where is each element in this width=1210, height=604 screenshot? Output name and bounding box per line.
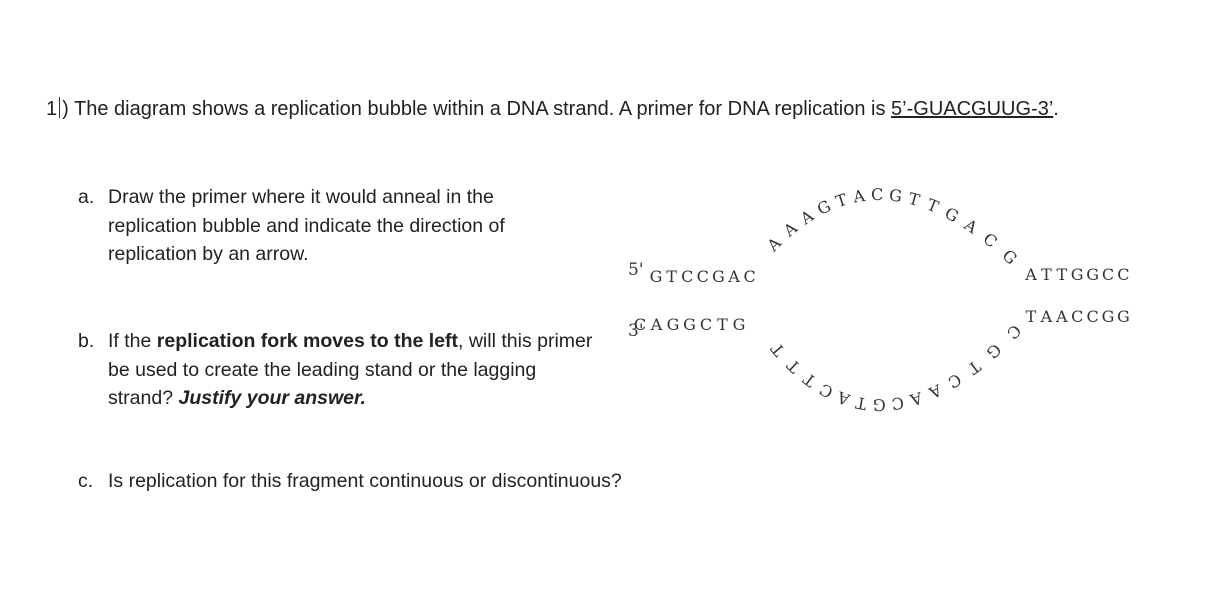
part-b-letter: b. xyxy=(78,330,95,352)
bubble-base-letter: A xyxy=(851,186,867,207)
base-letter: G xyxy=(1117,307,1130,326)
primer-sequence: 5’-GUACGUUG-3’ xyxy=(891,98,1054,120)
base-letter: C xyxy=(681,267,693,286)
bubble-base-letter: A xyxy=(763,233,786,256)
part-b-text: If the replication fork moves to the lef… xyxy=(108,327,598,413)
bubble-base-letter: G xyxy=(942,203,962,226)
bubble-base-letter: T xyxy=(924,195,941,217)
bubble-base-letter: G xyxy=(983,340,1005,363)
part-b-bold: replication fork moves to the left xyxy=(156,330,459,352)
bubble-base-letter: G xyxy=(888,185,903,205)
base-letter: G xyxy=(1086,265,1099,284)
part-b: b. If the replication fork moves to the … xyxy=(78,327,598,417)
bubble-base-letter: A xyxy=(779,218,801,241)
base-letter: T xyxy=(1026,307,1037,326)
part-a-text: Draw the primer where it would anneal in… xyxy=(108,186,505,265)
question-title: 1) The diagram shows a replication bubbl… xyxy=(46,97,1059,120)
bubble-base-letter: T xyxy=(833,190,849,211)
base-letter: C xyxy=(697,267,709,286)
part-b-middle: , will this primer be used to create the… xyxy=(108,330,593,409)
base-letter: G xyxy=(1102,307,1115,326)
bubble-base-letter: C xyxy=(816,379,836,402)
base-letter: C xyxy=(1071,307,1083,326)
base-letter: G xyxy=(650,267,663,286)
bubble-base-letter: G xyxy=(999,246,1021,269)
base-letter: A xyxy=(727,267,740,286)
question-end: . xyxy=(1053,98,1059,120)
base-letter: T xyxy=(717,315,728,334)
question-number: 1 xyxy=(46,98,58,120)
bubble-base-letter: A xyxy=(960,215,981,238)
bubble-base-letter: A xyxy=(834,387,853,409)
bubble-base-letter: C xyxy=(1003,321,1025,343)
base-letter: G xyxy=(667,315,680,334)
base-letter: C xyxy=(700,315,712,334)
part-c-letter: c. xyxy=(78,470,94,492)
bubble-base-letter: A xyxy=(926,380,946,403)
bubble-base-letter: C xyxy=(890,393,905,414)
base-letter: A xyxy=(650,315,663,334)
bubble-base-letter: T xyxy=(799,369,819,391)
bubble-base-letter: T xyxy=(964,357,984,379)
base-letter: T xyxy=(1041,265,1052,284)
base-letter: A xyxy=(1040,307,1053,326)
bubble-base-letter: T xyxy=(783,355,804,376)
bubble-base-letter: G xyxy=(873,395,886,414)
base-letter: C xyxy=(1117,265,1129,284)
bubble-base-letter: C xyxy=(944,370,964,393)
bubble-base-letter: A xyxy=(796,206,817,229)
part-c-text: Is replication for this fragment continu… xyxy=(108,470,622,492)
part-a-letter: a. xyxy=(78,186,95,208)
base-letter: T xyxy=(666,267,677,286)
base-letter: C xyxy=(1102,265,1114,284)
bubble-base-letter: T xyxy=(854,393,868,414)
bubble-base-letter: C xyxy=(979,229,1000,251)
base-letter: G xyxy=(712,267,725,286)
part-b-italic: Justify your answer. xyxy=(178,387,366,409)
bubble-base-letter: T xyxy=(767,339,789,360)
label-3-prime: 3' xyxy=(628,321,644,341)
part-a: a. Draw the primer where it would anneal… xyxy=(78,183,598,273)
base-letter: A xyxy=(1024,265,1037,284)
part-b-prefix: If the xyxy=(108,330,157,352)
part-c: c. Is replication for this fragment cont… xyxy=(78,467,778,497)
base-letter: C xyxy=(634,315,646,334)
base-letter: G xyxy=(1071,265,1084,284)
bubble-base-letter: C xyxy=(871,185,884,204)
base-letter: C xyxy=(1086,307,1098,326)
question-text: The diagram shows a replication bubble w… xyxy=(73,98,892,120)
base-letter: G xyxy=(683,315,696,334)
cursor xyxy=(59,97,61,118)
base-letter: G xyxy=(733,315,746,334)
base-letter: T xyxy=(1056,265,1067,284)
bubble-base-letter: T xyxy=(906,189,922,210)
base-letter: A xyxy=(1055,307,1068,326)
bubble-base-letter: G xyxy=(814,196,834,219)
base-letter: C xyxy=(743,267,755,286)
bubble-base-letter: A xyxy=(908,388,926,410)
label-5-prime: 5' xyxy=(628,260,644,280)
